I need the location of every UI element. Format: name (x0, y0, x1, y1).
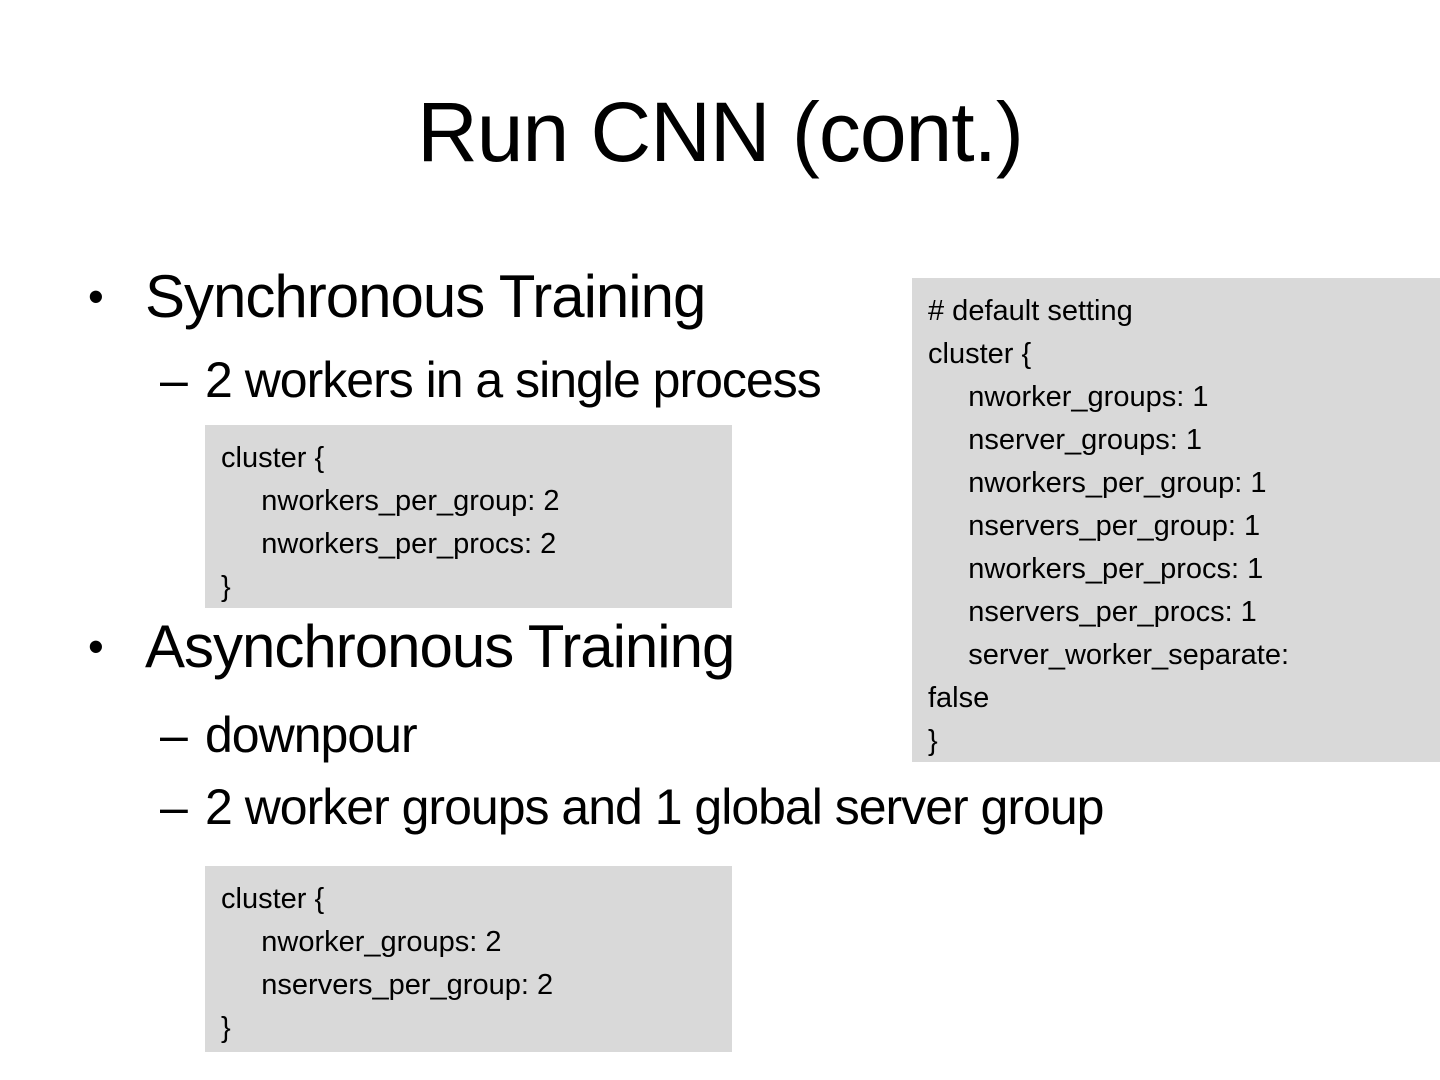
code-default-setting-text: # default setting cluster { nworker_grou… (928, 295, 1290, 757)
bullet-asynchronous-training-label: Asynchronous Training (145, 613, 735, 680)
bullet-downpour-label: downpour (205, 707, 418, 763)
dash-icon: – (160, 352, 188, 408)
bullet-dot-icon: • (88, 621, 104, 672)
code-sync-config-text: cluster { nworkers_per_group: 2 nworkers… (221, 442, 560, 603)
bullet-two-workers-single-process: – 2 workers in a single process (160, 350, 822, 410)
bullet-asynchronous-training: • Asynchronous Training (88, 611, 735, 683)
code-async-config-text: cluster { nworker_groups: 2 nservers_per… (221, 883, 554, 1044)
bullet-worker-groups-server-group: – 2 worker groups and 1 global server gr… (160, 777, 1104, 837)
bullet-two-workers-single-process-label: 2 workers in a single process (205, 352, 822, 408)
bullet-dot-icon: • (88, 271, 104, 322)
code-box-default-setting: # default setting cluster { nworker_grou… (912, 278, 1440, 762)
bullet-synchronous-training-label: Synchronous Training (145, 263, 706, 330)
code-box-sync-config: cluster { nworkers_per_group: 2 nworkers… (205, 425, 732, 608)
bullet-downpour: – downpour (160, 705, 418, 765)
bullet-synchronous-training: • Synchronous Training (88, 261, 706, 333)
dash-icon: – (160, 779, 188, 835)
slide-title: Run CNN (cont.) (417, 85, 1024, 179)
dash-icon: – (160, 707, 188, 763)
bullet-worker-groups-server-group-label: 2 worker groups and 1 global server grou… (205, 779, 1104, 835)
code-box-async-config: cluster { nworker_groups: 2 nservers_per… (205, 866, 732, 1052)
